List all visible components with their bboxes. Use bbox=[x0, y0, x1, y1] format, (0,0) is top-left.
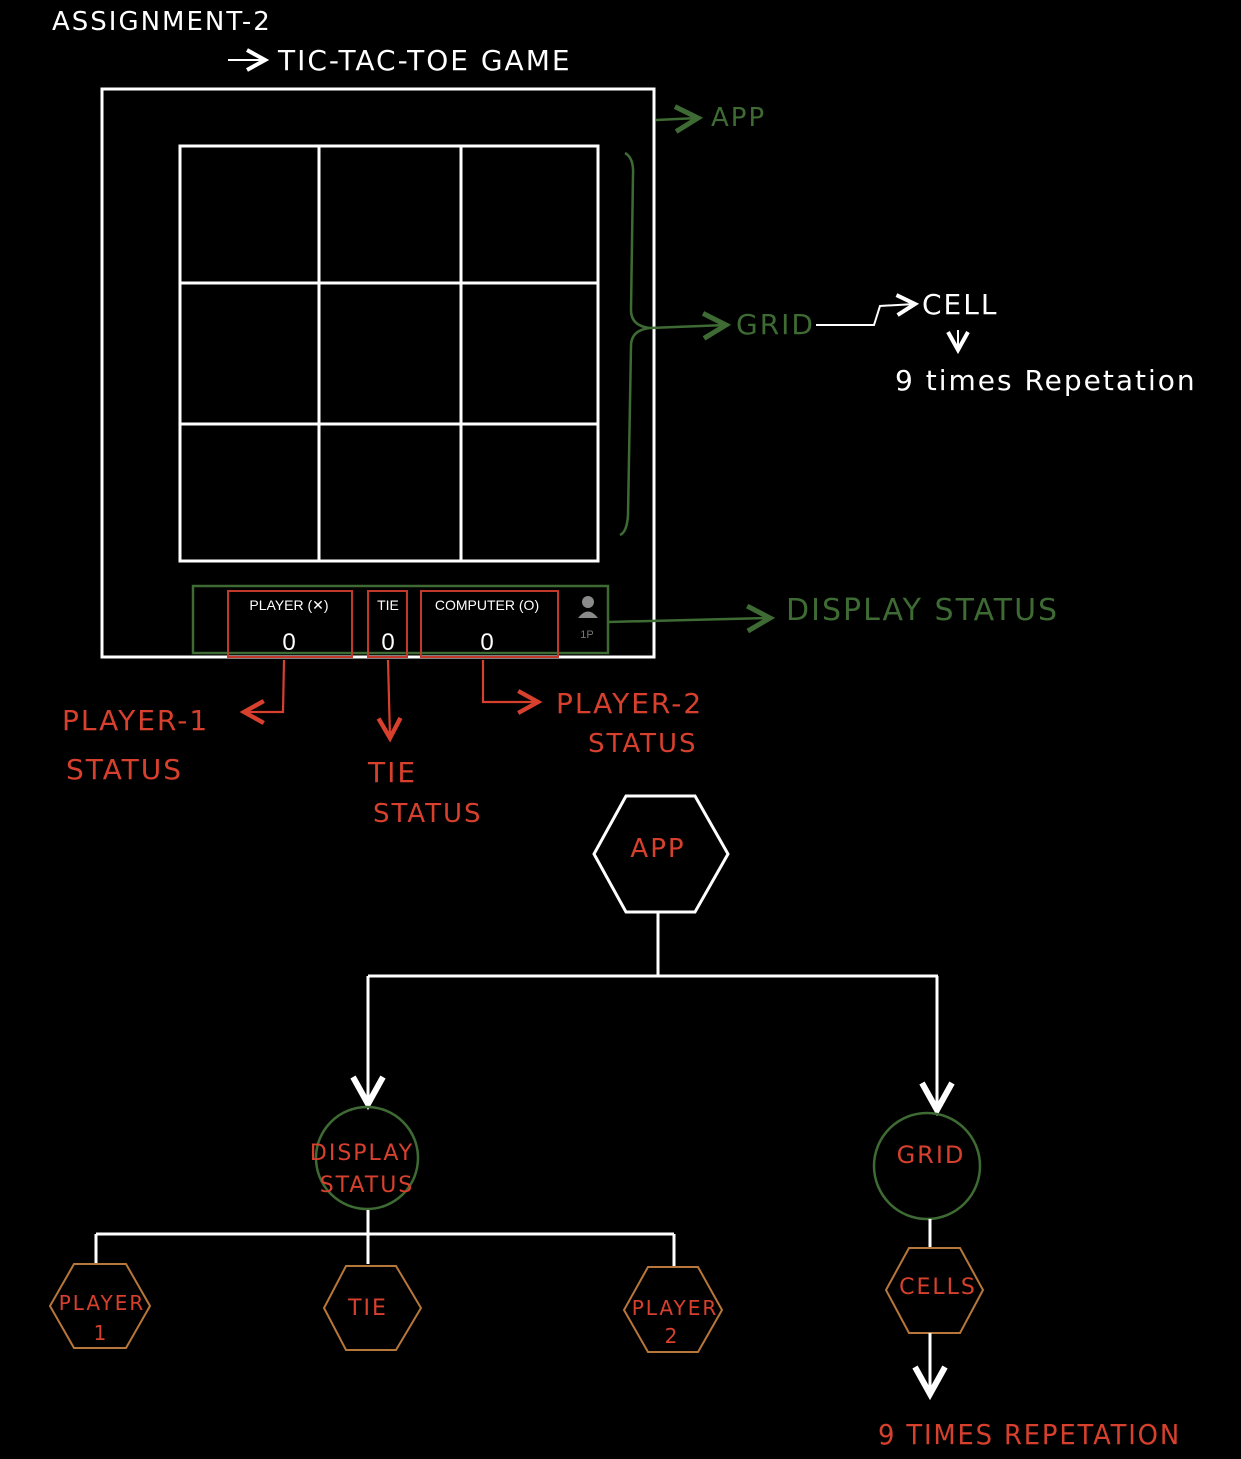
player1-node-line2: 1 bbox=[94, 1321, 109, 1345]
player1-callout-arrow bbox=[244, 659, 286, 712]
player-score: 0 bbox=[282, 629, 295, 656]
cell-annotation: CELL bbox=[922, 288, 998, 321]
cells-node-label: CELLS bbox=[899, 1275, 977, 1300]
person-icon[interactable] bbox=[578, 596, 598, 618]
app-node-label: APP bbox=[630, 834, 685, 864]
mode-label[interactable]: 1P bbox=[580, 629, 593, 641]
tie-node-label: TIE bbox=[347, 1296, 388, 1321]
tie-callout-line1: TIE bbox=[367, 756, 417, 789]
tie-label: TIE bbox=[377, 597, 399, 613]
assignment-title: ASSIGNMENT-2 bbox=[52, 7, 272, 37]
tie-node bbox=[322, 1265, 423, 1351]
grid-to-cell-arrow bbox=[816, 304, 915, 326]
tie-callout-arrow bbox=[388, 659, 390, 738]
tie-score: 0 bbox=[381, 629, 394, 656]
player1-callout-line1: PLAYER-1 bbox=[62, 704, 209, 737]
display-status-annotation: DISPLAY STATUS bbox=[786, 593, 1059, 628]
player-status-box bbox=[227, 590, 353, 658]
game-subtitle: TIC-TAC-TOE GAME bbox=[277, 44, 572, 77]
computer-status-box bbox=[420, 590, 559, 658]
tictactoe-grid bbox=[178, 144, 600, 563]
player2-callout-line2: STATUS bbox=[588, 729, 698, 759]
player2-node-line1: PLAYER bbox=[632, 1296, 719, 1320]
display-status-arrow bbox=[607, 618, 770, 622]
grid-annotation: GRID bbox=[736, 308, 815, 341]
grid-node bbox=[872, 1111, 982, 1221]
app-arrow bbox=[655, 118, 698, 120]
computer-score: 0 bbox=[480, 629, 493, 656]
player1-node bbox=[48, 1263, 152, 1349]
repetition-annotation: 9 times Repetation bbox=[895, 364, 1197, 397]
display-status-bar bbox=[191, 584, 610, 655]
player-label: PLAYER (✕) bbox=[249, 597, 328, 613]
player2-callout-arrow bbox=[481, 660, 538, 702]
display-status-node-line2: STATUS bbox=[320, 1173, 415, 1198]
player2-callout-line1: PLAYER-2 bbox=[556, 687, 703, 720]
tree-repetition-label: 9 TIMES REPETATION bbox=[878, 1418, 1181, 1451]
grid-brace bbox=[619, 151, 651, 537]
tie-callout-line2: STATUS bbox=[373, 799, 483, 829]
computer-label: COMPUTER (O) bbox=[435, 597, 539, 613]
cells-node bbox=[884, 1247, 985, 1334]
display-status-node-line1: DISPLAY bbox=[310, 1141, 414, 1166]
app-node bbox=[592, 794, 730, 914]
grid-node-label: GRID bbox=[897, 1141, 966, 1169]
player1-callout-line2: STATUS bbox=[66, 753, 183, 786]
player1-node-line1: PLAYER bbox=[59, 1291, 146, 1315]
player2-node bbox=[622, 1266, 724, 1353]
display-status-node bbox=[314, 1105, 420, 1211]
grid-arrow bbox=[649, 325, 726, 328]
app-frame bbox=[100, 87, 656, 659]
tie-status-box bbox=[367, 590, 408, 658]
app-annotation: APP bbox=[711, 103, 766, 133]
player2-node-line2: 2 bbox=[665, 1324, 680, 1348]
